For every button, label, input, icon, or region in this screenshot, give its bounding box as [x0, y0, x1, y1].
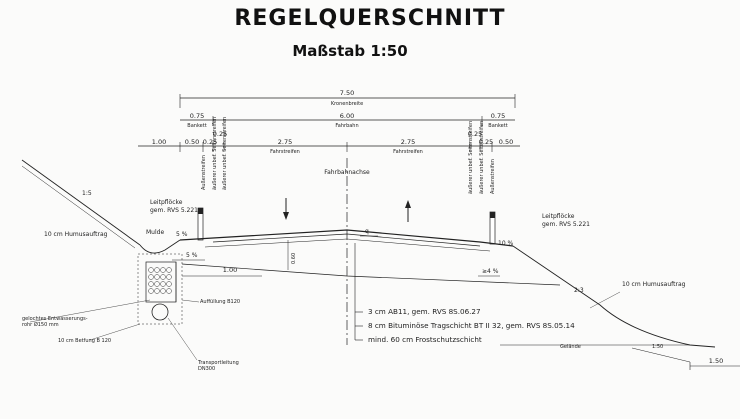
dimension-row-detail: 1.00 0.50 0.25 0.25 2.75 Fahrstreifen 2.… — [138, 130, 520, 155]
slope-q: q — [365, 228, 369, 235]
leitpflock-left: Leitpflöcke gem. RVS 5.221 — [150, 199, 204, 241]
vertical-labels: Außenstreifen äußerer unbef. Seitenstrei… — [201, 117, 496, 194]
transport-label-2: DN300 — [198, 366, 215, 372]
vlabel-aussen-right: Außenstreifen — [490, 159, 496, 194]
dim-bankett-left: 0.75 — [190, 112, 204, 120]
dim-fahrbahn: 6.00 — [340, 112, 354, 120]
dim-total-label: Kronenbreite — [331, 101, 363, 107]
drain-depth: 0.60 — [291, 253, 297, 264]
dim-bankett-right: 0.75 — [491, 112, 505, 120]
dim-050-left: 0.50 — [185, 138, 199, 146]
drain-section: Mulde gelochtes Entwässerungs- rohr Ø150… — [22, 229, 262, 372]
drawing-title: REGELQUERSCHNITT — [234, 6, 506, 31]
dim-lane-left: 2.75 — [278, 138, 292, 146]
dim-bankett-left-label: Bankett — [187, 123, 206, 129]
axis-label: Fahrbahnachse — [324, 169, 370, 176]
slope-ratio-left: 1:5 — [82, 190, 92, 197]
right-embankment: 2:3 10 cm Humusauftrag Gelände 1:50 1.50 — [500, 245, 740, 370]
dimension-row-bankett: 0.75 Bankett 6.00 Fahrbahn 0.75 Bankett — [180, 112, 515, 129]
slope-10-right: 10 % — [498, 240, 514, 247]
leitpflock-left-2: gem. RVS 5.221 — [150, 207, 198, 214]
mulde-label: Mulde — [146, 229, 164, 236]
bottom-dimension: 1.50 — [709, 357, 723, 365]
dim-025-left-a: 0.25 — [203, 138, 217, 146]
humus-right: 10 cm Humusauftrag — [622, 281, 686, 288]
dim-lane-right: 2.75 — [401, 138, 415, 146]
transport-pipe — [151, 303, 169, 321]
slope-ratio-right: 2:3 — [574, 287, 584, 294]
left-embankment: 1:5 10 cm Humusauftrag — [21, 159, 141, 249]
vlabel-seiten-left-2: äußerer unbef. Seitenstreifen — [222, 117, 228, 190]
dim-025-right-a: 0.25 — [468, 130, 482, 138]
auffuellung-label: Auffüllung B120 — [200, 299, 240, 305]
dimension-total: 7.50 Kronenbreite — [179, 89, 516, 108]
slope-4-right: ≥4 % — [482, 268, 499, 275]
layer-asphalt: 3 cm AB11, gem. RVS 8S.06.27 — [368, 307, 481, 316]
vlabel-seiten-right: äußerer unbef. Seitenstreifen — [468, 121, 474, 194]
direction-arrows — [283, 198, 411, 222]
slope-5-left: 5 % — [176, 231, 188, 238]
dim-fahrbahn-label: Fahrbahn — [335, 123, 358, 129]
road-axis: Fahrbahnachse — [324, 158, 370, 345]
vlabel-aussen-left: Außenstreifen — [201, 155, 207, 190]
slope-ratio-far: 1:50 — [652, 344, 663, 350]
leitpflock-right-2: gem. RVS 5.221 — [542, 221, 590, 228]
drain-width: 1.00 — [223, 266, 237, 274]
dim-025-right-b: 0.25 — [479, 138, 493, 146]
frost-layer: 0.60 — [181, 240, 561, 286]
dim-outer-left: 1.00 — [152, 138, 166, 146]
slope-5-lower: 5 % — [186, 252, 198, 259]
dim-bankett-right-label: Bankett — [488, 123, 507, 129]
vlabel-seiten-left: äußerer unbef. Seitenstreifen — [212, 117, 218, 190]
layer-callouts: 3 cm AB11, gem. RVS 8S.06.27 8 cm Bitumi… — [354, 243, 575, 344]
layer-frostschutz: mind. 60 cm Frostschutzschicht — [368, 335, 482, 344]
leitpflock-right-1: Leitpflöcke — [542, 213, 575, 220]
dim-050-right: 0.50 — [499, 138, 513, 146]
dim-total-value: 7.50 — [340, 89, 354, 97]
beton-label: 10 cm Betfung B 120 — [58, 338, 111, 344]
transport-label-1: Transportleitung — [197, 360, 239, 366]
humus-left: 10 cm Humusauftrag — [44, 231, 108, 238]
leitpflock-left-1: Leitpflöcke — [150, 199, 183, 206]
dim-025-left-b: 0.25 — [213, 130, 227, 138]
dim-lane-left-label: Fahrstreifen — [270, 149, 300, 155]
pipe-label-1: gelochtes Entwässerungs- — [22, 316, 88, 322]
drawing-scale: Maßstab 1:50 — [292, 42, 408, 60]
road-surface: 5 % q 10 % ≥4 % — [176, 228, 514, 277]
pipe-label-2: rohr Ø150 mm — [22, 321, 59, 328]
gelaende-label: Gelände — [560, 344, 581, 350]
dim-lane-right-label: Fahrstreifen — [393, 149, 423, 155]
vlabel-seiten-right-2: äußerer unbef. Seitenstreifen — [479, 121, 485, 194]
layer-tragschicht: 8 cm Bituminöse Tragschicht BT II 32, ge… — [368, 321, 575, 330]
